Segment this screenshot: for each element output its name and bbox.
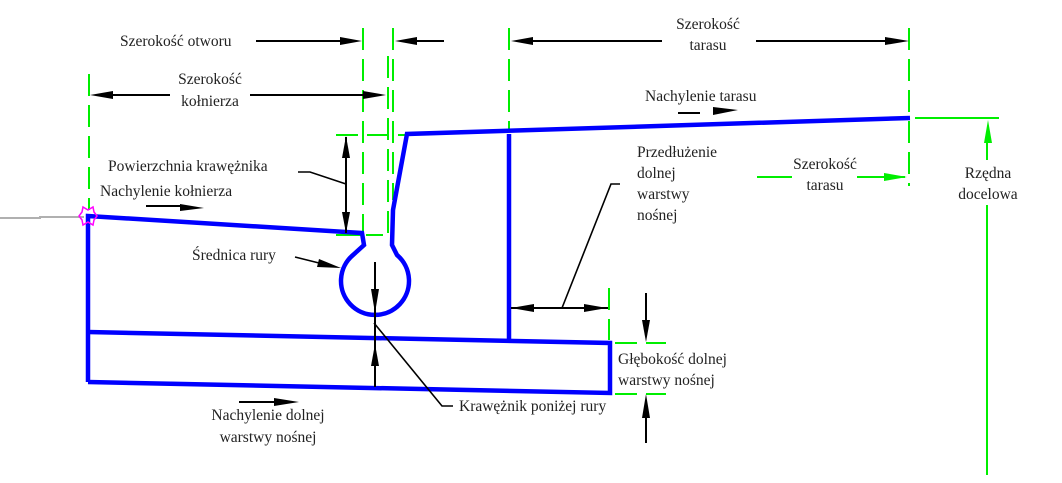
label-target-elev-2: docelowa (958, 186, 1018, 203)
label-subbase-slope-2: warstwy nośnej (220, 429, 317, 446)
label-subbase-slope-1: Nachylenie dolnej (211, 407, 324, 424)
arrow-down-icon (642, 320, 650, 342)
label-terrace-slope: Nachylenie tarasu (645, 88, 757, 105)
label-pipe-diameter: Średnica rury (192, 247, 276, 264)
label-terrace-width2-2: tarasu (806, 177, 843, 194)
green-arrow-right-icon (884, 173, 907, 181)
arrow-right-icon (713, 107, 738, 115)
label-gutter-width-2: kołnierza (181, 93, 239, 110)
label-gutter-width-1: Szerokość (178, 71, 242, 88)
label-extension-2: dolnej (637, 165, 676, 182)
label-extension-3: warstwy (637, 186, 690, 203)
label-gutter-slope: Nachylenie kołnierza (100, 183, 232, 200)
arrow-right-icon (180, 204, 204, 211)
arrow-left-icon (395, 37, 417, 45)
subbase-layer (87, 329, 613, 396)
arrow-right-icon (584, 304, 607, 312)
reference-line (0, 216, 84, 219)
arrow-right-icon (340, 37, 362, 45)
arrow-right-icon (317, 259, 341, 268)
arrow-up-icon (371, 344, 379, 366)
label-opening-width: Szerokość otworu (120, 33, 232, 50)
origin-marker-icon[interactable] (78, 205, 98, 227)
arrow-down-icon (371, 289, 379, 313)
curb-surface-leader (298, 171, 347, 185)
green-arrow-up-icon (984, 120, 992, 143)
arrow-right-icon (363, 91, 386, 99)
arrow-right-icon (885, 37, 909, 45)
arrow-down-icon (342, 212, 350, 233)
label-terrace-width-1: Szerokość (676, 16, 740, 33)
label-subbase-depth-2: warstwy nośnej (618, 372, 715, 389)
label-curb-surface: Powierzchnia krawężnika (108, 158, 268, 175)
label-terrace-width2-1: Szerokość (793, 156, 857, 173)
label-extension-4: nośnej (637, 207, 677, 224)
arrow-left-icon (90, 91, 113, 99)
label-curb-below-pipe: Krawężnik poniżej rury (459, 398, 606, 415)
label-extension-1: Przedłużenie (637, 144, 717, 161)
arrow-up-icon (342, 136, 350, 158)
label-terrace-width-2: tarasu (689, 37, 726, 54)
extension-leader (561, 183, 620, 309)
arrow-up-icon (642, 394, 650, 418)
arrow-right-icon (274, 398, 299, 406)
arrow-left-icon (511, 37, 533, 45)
arrow-left-icon (511, 304, 534, 312)
label-target-elev-1: Rzędna (965, 165, 1012, 182)
dimension-lines (90, 37, 909, 443)
labels: Szerokość otworu Szerokość kołnierza Pow… (100, 16, 1018, 446)
curb-below-pipe-leader (373, 322, 453, 407)
label-subbase-depth-1: Głębokość dolnej (618, 351, 727, 368)
